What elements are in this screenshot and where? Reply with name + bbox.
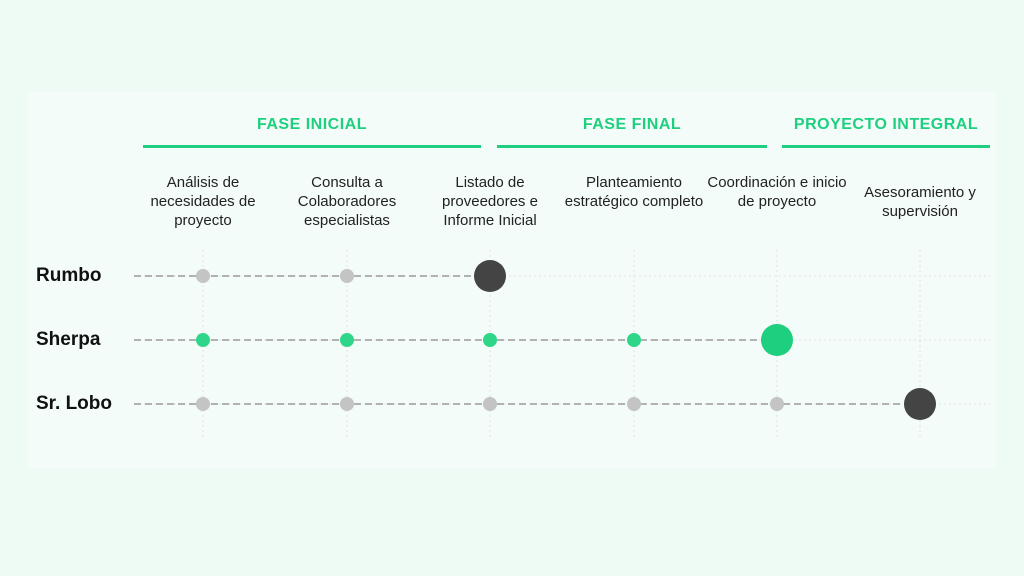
step-dot — [340, 397, 354, 411]
step-dot — [196, 269, 210, 283]
row-label-sherpa: Sherpa — [36, 329, 101, 350]
step-header-coordinacion: Coordinación e inicio de proyecto — [707, 174, 847, 210]
end-marker — [904, 388, 936, 420]
step-dot — [340, 269, 354, 283]
step-dot — [483, 397, 497, 411]
step-dot — [340, 333, 354, 347]
phase-underline — [143, 145, 481, 148]
end-marker — [761, 324, 793, 356]
step-dot — [196, 333, 210, 347]
phase-integral: PROYECTO INTEGRAL — [782, 114, 990, 154]
step-dot — [483, 333, 497, 347]
step-dot — [196, 397, 210, 411]
step-header-analisis: Análisis de necesidades de proyecto — [150, 174, 256, 229]
phase-underline — [782, 145, 990, 148]
step-header-asesoramiento: Asesoramiento y supervisión — [864, 184, 976, 220]
step-header-listado: Listado de proveedores e Informe Inicial — [442, 174, 538, 229]
phase-label: FASE FINAL — [582, 116, 682, 133]
step-dot — [627, 333, 641, 347]
phase-initial: FASE INICIAL — [143, 114, 481, 154]
phase-final: FASE FINAL — [497, 114, 767, 154]
phase-label: PROYECTO INTEGRAL — [793, 116, 979, 133]
step-header-planteamiento: Planteamiento estratégico completo — [564, 174, 704, 210]
phase-underline — [497, 145, 767, 148]
step-header-consulta: Consulta a Colaboradores especialistas — [297, 174, 397, 229]
row-label-sr-lobo: Sr. Lobo — [36, 393, 112, 414]
step-dot — [770, 397, 784, 411]
phase-label: FASE INICIAL — [256, 116, 367, 133]
end-marker — [474, 260, 506, 292]
row-label-rumbo: Rumbo — [36, 265, 102, 286]
diagram-panel — [28, 92, 996, 468]
step-dot — [627, 397, 641, 411]
